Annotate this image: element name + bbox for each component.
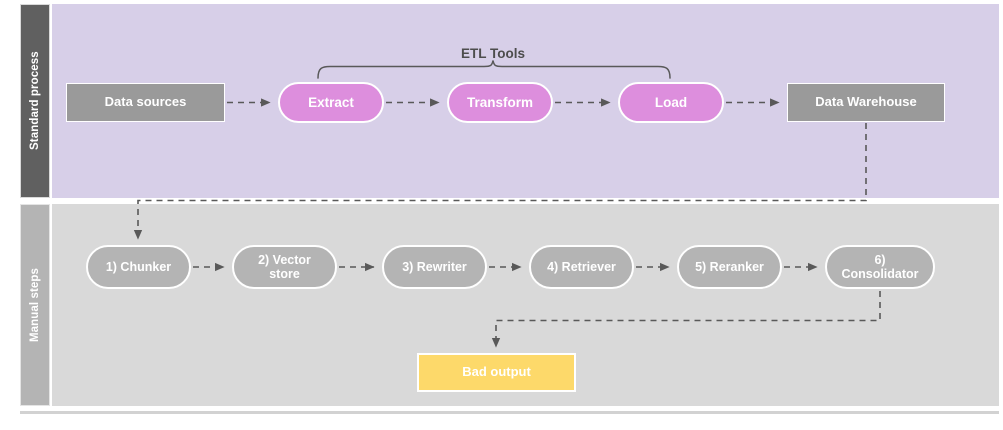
node-reranker[interactable]: 5) Reranker (677, 245, 782, 289)
bottom-divider (20, 411, 999, 414)
node-data-sources[interactable]: Data sources (66, 83, 225, 122)
etl-tools-label: ETL Tools (461, 46, 525, 61)
node-extract[interactable]: Extract (278, 82, 384, 123)
node-vector-store[interactable]: 2) Vector store (232, 245, 337, 289)
lane-standard-process-label: Standard process (20, 4, 50, 198)
node-load[interactable]: Load (618, 82, 724, 123)
lane-manual-steps-label: Manual steps (20, 204, 50, 406)
node-transform[interactable]: Transform (447, 82, 553, 123)
node-rewriter[interactable]: 3) Rewriter (382, 245, 487, 289)
node-chunker[interactable]: 1) Chunker (86, 245, 191, 289)
node-consolidator[interactable]: 6) Consolidator (825, 245, 935, 289)
node-bad-output[interactable]: Bad output (417, 353, 576, 392)
node-data-warehouse[interactable]: Data Warehouse (787, 83, 945, 122)
node-retriever[interactable]: 4) Retriever (529, 245, 634, 289)
